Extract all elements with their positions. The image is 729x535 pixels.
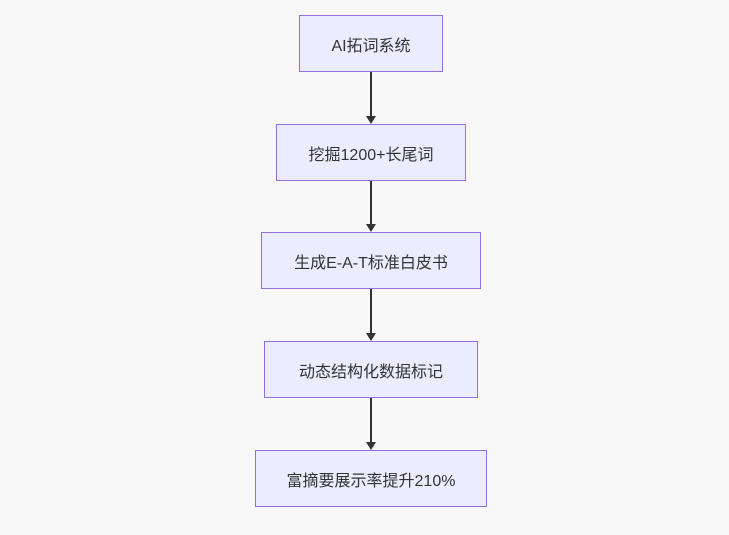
- flow-node-label: 动态结构化数据标记: [298, 363, 443, 381]
- flow-node-label: 富摘要展示率提升210%: [286, 472, 456, 490]
- arrow-down-icon: [366, 224, 376, 232]
- flow-node-ai-keyword-system: AI拓词系统: [299, 15, 443, 72]
- edge-line-1: [370, 72, 372, 116]
- edge-line-3: [370, 289, 372, 333]
- flow-node-label: 挖掘1200+长尾词: [308, 146, 434, 164]
- edge-line-2: [370, 181, 372, 224]
- flow-node-structured-data-markup: 动态结构化数据标记: [264, 341, 478, 398]
- arrow-down-icon: [366, 116, 376, 124]
- flow-node-longtail-mining: 挖掘1200+长尾词: [276, 124, 466, 181]
- flow-node-label: 生成E-A-T标准白皮书: [294, 254, 448, 272]
- flow-node-label: AI拓词系统: [331, 37, 411, 55]
- edge-line-4: [370, 398, 372, 442]
- flow-node-rich-snippet-result: 富摘要展示率提升210%: [255, 450, 487, 507]
- arrow-down-icon: [366, 442, 376, 450]
- arrow-down-icon: [366, 333, 376, 341]
- flow-node-eat-whitepaper: 生成E-A-T标准白皮书: [261, 232, 481, 289]
